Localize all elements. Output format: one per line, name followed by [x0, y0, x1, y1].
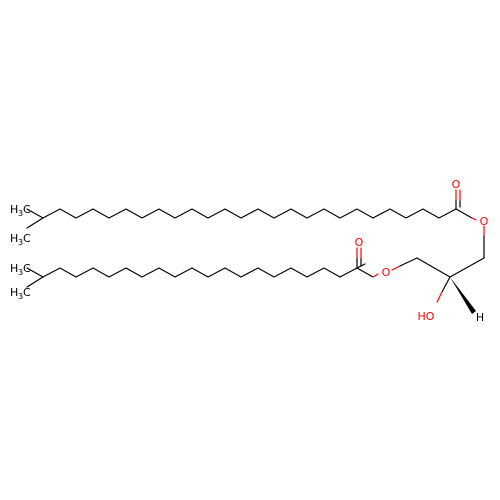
methyl-label-4: H 3 C	[10, 286, 31, 301]
svg-text:H: H	[10, 232, 18, 245]
svg-text:3: 3	[18, 292, 23, 301]
stereo-hydrogen-label: H	[476, 311, 484, 324]
svg-text:C: C	[23, 203, 31, 216]
methyl-label-2: H 3 C	[10, 232, 31, 247]
svg-text:3: 3	[18, 238, 23, 247]
middle-ester-oxygen-label: O	[382, 266, 391, 279]
svg-text:3: 3	[18, 268, 23, 277]
hydroxyl-label: HO	[418, 310, 435, 323]
middle-oxo-label: O	[355, 236, 364, 249]
methyl-label-3: H 3 C	[10, 262, 31, 277]
svg-text:C: C	[23, 286, 31, 299]
svg-text:C: C	[23, 262, 31, 275]
lower-acyl-chain	[26, 263, 366, 288]
svg-text:C: C	[23, 232, 31, 245]
svg-text:3: 3	[18, 209, 23, 218]
glycerol-backbone	[416, 257, 485, 314]
top-oxo-label: O	[452, 178, 461, 191]
stereo-wedge-bond	[450, 277, 476, 314]
svg-text:H: H	[10, 203, 18, 216]
upper-acyl-chain	[26, 208, 457, 229]
top-ester-group	[455, 189, 485, 259]
svg-text:H: H	[10, 262, 18, 275]
methyl-label-1: H 3 C	[10, 203, 31, 218]
top-ester-oxygen-label: O	[480, 215, 489, 228]
svg-text:H: H	[10, 286, 18, 299]
middle-ester-group	[356, 247, 418, 278]
